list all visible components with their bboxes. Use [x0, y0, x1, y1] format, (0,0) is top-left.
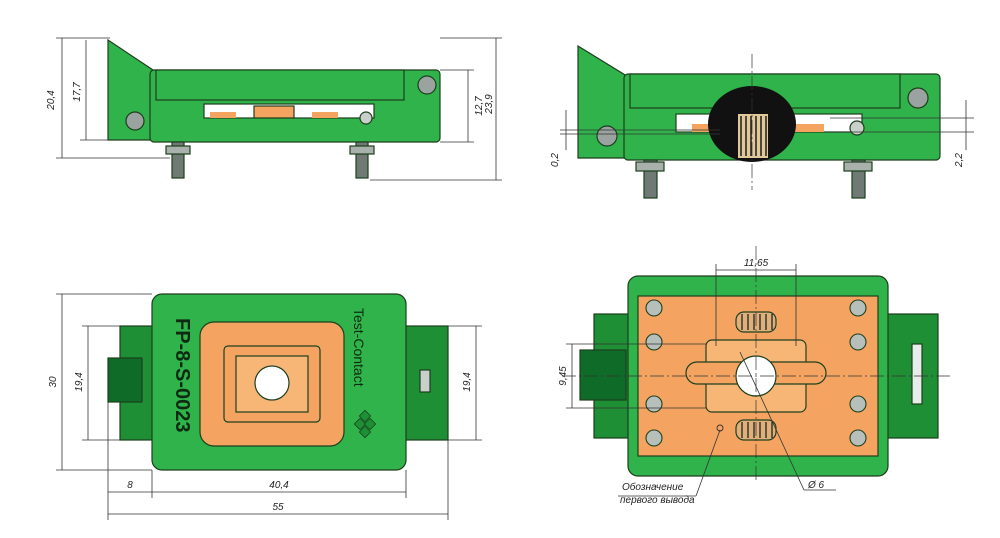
pin-head [359, 111, 373, 125]
dim-40-4: 40,4 [269, 480, 289, 491]
screw-icon [645, 299, 663, 317]
dim-11-65: 11,65 [744, 258, 769, 269]
pad-left [210, 112, 236, 118]
contact-block [253, 105, 295, 119]
screw-icon [849, 395, 867, 413]
leader-pin1 [695, 429, 721, 497]
top-rail [155, 69, 405, 101]
dim-30: 30 [48, 376, 59, 388]
dim-0-2: 0,2 [550, 153, 561, 167]
nut-right [349, 145, 375, 155]
top-view-right: 11,65 9,45 Ø 6 Обозначение первого вывод… [558, 246, 950, 506]
left-latch-2 [579, 349, 627, 401]
dim-9-45: 9,45 [558, 366, 569, 386]
dim-8: 8 [127, 480, 133, 491]
nut-right-2 [843, 161, 873, 172]
screw-icon [645, 333, 663, 351]
brand-logo-icon [353, 409, 377, 439]
screw-head-right-2 [907, 87, 929, 109]
pin-head-2 [849, 120, 865, 136]
screw-head-right [417, 75, 437, 95]
brand-label: Test-Contact [351, 308, 367, 387]
nut-left-2 [635, 161, 665, 172]
screw-head-left-2 [596, 125, 618, 147]
screw-icon [849, 429, 867, 447]
top-view-left: FP-8-S-0023 Test-Contact 30 19,4 19,4 8 … [48, 293, 482, 520]
note-line-2: первого вывода [620, 495, 695, 506]
pad-right [312, 112, 338, 118]
screw-icon [849, 333, 867, 351]
side-view-section: 0,2 2,2 [550, 44, 974, 199]
contact-springs [738, 114, 768, 158]
hinge-pin [419, 369, 431, 393]
dim-20-4: 20,4 [46, 90, 57, 111]
screw-head-left [125, 111, 145, 131]
dim-19-4-left: 19,4 [74, 372, 85, 392]
dim-23-9: 23,9 [484, 94, 495, 115]
dim-17-7: 17,7 [72, 82, 83, 102]
dim-19-4-right: 19,4 [462, 372, 473, 392]
screw-icon [645, 429, 663, 447]
pad-right-2 [790, 124, 824, 132]
dim-2-2: 2,2 [954, 153, 965, 168]
dim-phi6: Ø 6 [807, 480, 825, 491]
screw-icon [645, 395, 663, 413]
dim-12-7: 12,7 [474, 96, 485, 116]
side-view-left: 20,4 17,7 12,7 23,9 [46, 37, 502, 181]
screw-icon [849, 299, 867, 317]
dim-55: 55 [272, 502, 284, 513]
center-hole [254, 365, 290, 401]
part-number-label: FP-8-S-0023 [171, 318, 193, 433]
note-line-1: Обозначение [622, 481, 684, 493]
hinge-pin-2 [911, 343, 923, 405]
leader-phi6 [739, 351, 805, 491]
left-latch [107, 357, 143, 403]
nut-left [165, 145, 191, 155]
